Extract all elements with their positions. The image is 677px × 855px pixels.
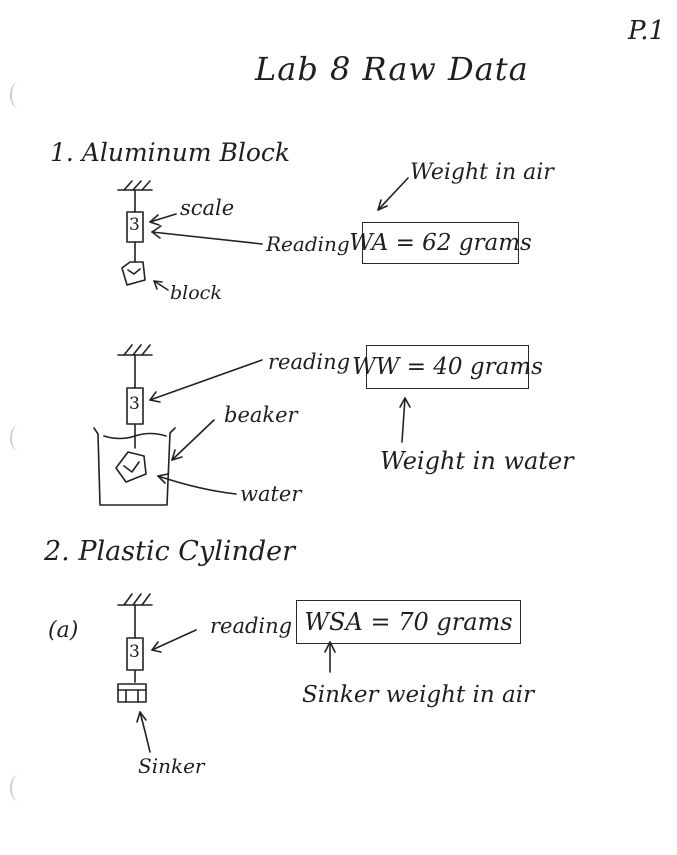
page-title: Lab 8 Raw Data bbox=[255, 50, 529, 88]
hole-punch-top bbox=[10, 82, 26, 108]
page-number: P.1 bbox=[628, 16, 666, 46]
label-beaker: beaker bbox=[224, 403, 298, 427]
label-weight-in-air: Weight in air bbox=[410, 160, 554, 185]
label-sinker-weight-in-air: Sinker weight in air bbox=[302, 682, 535, 708]
label-reading-2: reading bbox=[268, 350, 351, 374]
hole-punch-bottom bbox=[10, 775, 26, 801]
section2-heading: 2. Plastic Cylinder bbox=[44, 536, 296, 567]
label-weight-in-water: Weight in water bbox=[380, 447, 574, 475]
part-a-label: (a) bbox=[48, 618, 79, 643]
label-sinker: Sinker bbox=[138, 754, 205, 778]
hole-punch-middle bbox=[10, 425, 26, 451]
scale-diagram-water bbox=[93, 344, 411, 506]
label-water: water bbox=[240, 482, 302, 506]
box-weight-water: WW = 40 grams bbox=[352, 345, 543, 389]
box-weight-air: WA = 62 grams bbox=[349, 222, 532, 264]
label-block: block bbox=[170, 282, 222, 304]
scale-diagram-air bbox=[117, 177, 409, 291]
box-sinker-weight: WSA = 70 grams bbox=[296, 600, 521, 644]
scale-mark-air-text: 3 bbox=[129, 215, 140, 235]
label-scale: scale bbox=[180, 196, 235, 220]
scale-mark-sinker-text: 3 bbox=[129, 642, 140, 662]
scale-diagram-sinker bbox=[117, 593, 336, 753]
section1-heading: 1. Aluminum Block bbox=[50, 138, 291, 167]
label-reading-sinker: reading bbox=[210, 614, 293, 638]
scale-mark-water-text: 3 bbox=[129, 394, 140, 414]
label-reading-1: Reading bbox=[266, 232, 350, 256]
